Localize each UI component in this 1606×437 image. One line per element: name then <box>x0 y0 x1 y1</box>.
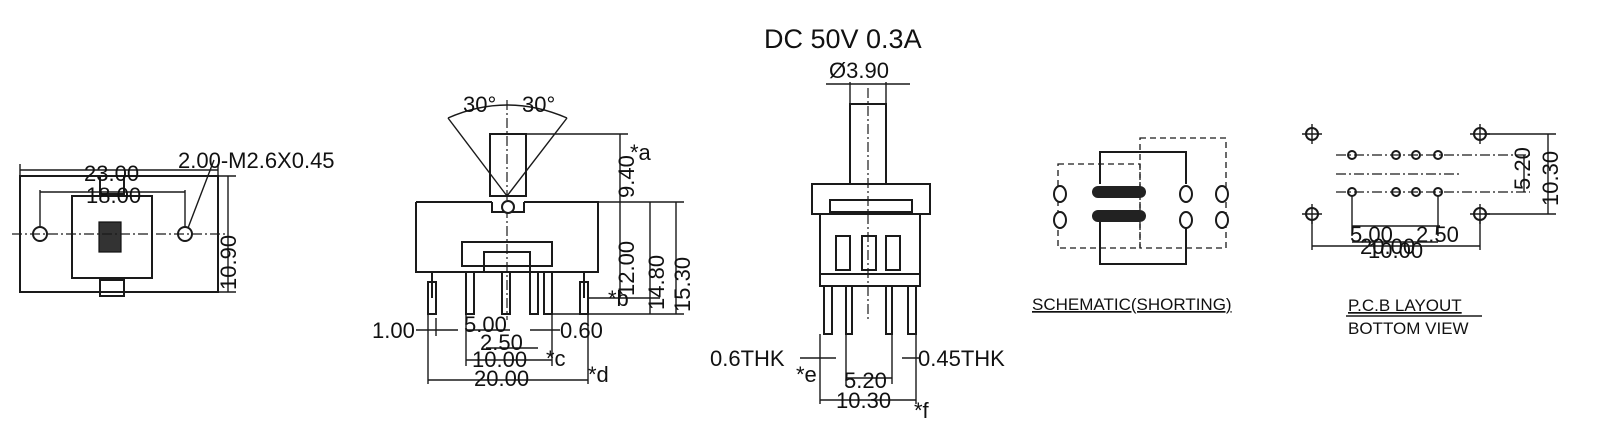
terminal <box>1215 185 1229 203</box>
mark-d: *d <box>588 362 609 387</box>
swing-line-right <box>506 117 568 197</box>
front-body <box>415 201 599 298</box>
pcb-view: 5.20 10.30 5.00 2.50 10.00 20.00 P.C.B L… <box>1302 124 1563 338</box>
front-rivet <box>501 200 515 214</box>
mark-e: *e <box>796 362 817 387</box>
terminal <box>1179 185 1193 203</box>
terminal <box>1179 211 1193 229</box>
dim-940: 9.40 <box>614 155 639 198</box>
side-base <box>819 273 921 287</box>
dim-pcb-2000: 20.00 <box>1360 234 1415 259</box>
top-knob <box>98 221 122 253</box>
top-tab-bottom <box>99 279 125 297</box>
dim-1530: 15.30 <box>670 257 695 312</box>
side-pin <box>885 285 893 335</box>
pin <box>501 271 511 315</box>
mark-f: *f <box>914 398 930 423</box>
mark-b: *b <box>608 286 629 311</box>
front-slider <box>461 241 553 267</box>
side-inner-cap <box>829 199 913 213</box>
dim-pcb-520: 5.20 <box>1510 147 1535 190</box>
dim-18: 18.00 <box>86 183 141 208</box>
schematic-contact-bar-1 <box>1092 186 1146 198</box>
dim-250: 2.50 <box>480 330 523 355</box>
front-actuator <box>489 133 527 197</box>
dim-shaft: Ø3.90 <box>829 58 889 83</box>
dim-23: 23.00 <box>84 161 139 186</box>
callout-thread: 2.00-M2.6X0.45 <box>178 148 335 173</box>
dim-pcb-1000: 10.00 <box>1368 238 1423 263</box>
schematic-label: SCHEMATIC(SHORTING) <box>1032 295 1232 314</box>
dim-pcb-250: 2.50 <box>1416 222 1459 247</box>
pcb-label-1: P.C.B LAYOUT <box>1348 296 1462 315</box>
top-tab-top <box>99 175 125 195</box>
dim-1090: 10.90 <box>216 235 241 290</box>
side-pin-left <box>823 285 833 335</box>
mark-c: *c <box>546 346 566 371</box>
side-contact <box>885 235 901 271</box>
callout-leader <box>187 159 215 229</box>
dim-060: 0.60 <box>560 318 603 343</box>
angle-left: 30° <box>463 92 496 117</box>
pin-mount <box>427 281 437 315</box>
dim-520: 5.20 <box>844 368 887 393</box>
mark-a: *a <box>630 140 652 165</box>
side-pin-right <box>907 285 917 335</box>
terminal <box>1053 211 1067 229</box>
dim-500: 5.00 <box>464 312 507 337</box>
pcb-crosshairs <box>1302 124 1490 224</box>
terminal <box>1215 211 1229 229</box>
dim-2000: 20.00 <box>474 366 529 391</box>
dim-1480: 14.80 <box>644 255 669 310</box>
schematic-view: SCHEMATIC(SHORTING) <box>1032 137 1232 314</box>
front-view: 30° 30° 9.40 *a 12.00 14.80 15.30 *b <box>372 92 695 391</box>
dim-pcb-1030: 10.30 <box>1538 151 1563 206</box>
top-actuator-frame <box>71 195 153 279</box>
pin <box>543 271 553 315</box>
pcb-label-2: BOTTOM VIEW <box>1348 319 1469 338</box>
side-contact <box>835 235 851 271</box>
dim-1030: 10.30 <box>836 388 891 413</box>
dim-1000: 10.00 <box>472 347 527 372</box>
dim-1200: 12.00 <box>614 241 639 296</box>
schematic-contact-bar-2 <box>1092 210 1146 222</box>
dim-100: 1.00 <box>372 318 415 343</box>
pin <box>529 271 539 315</box>
pin <box>465 271 475 315</box>
dim-pcb-500: 5.00 <box>1350 222 1393 247</box>
top-view: 23.00 18.00 10.90 2.00-M2.6X0.45 <box>12 148 335 297</box>
schematic-wire-top <box>1099 151 1187 184</box>
side-pin <box>845 285 853 335</box>
terminal <box>1053 185 1067 203</box>
angle-right: 30° <box>522 92 555 117</box>
side-contact <box>861 235 877 271</box>
schematic-wire-bottom <box>1099 220 1187 265</box>
side-view: Ø3.90 0.6THK 0.45THK *e 5.20 10.30 *f <box>710 58 1005 423</box>
dim-045thk: 0.45THK <box>918 346 1005 371</box>
swing-line-left <box>447 117 508 197</box>
dim-06thk: 0.6THK <box>710 346 785 371</box>
title: DC 50V 0.3A <box>764 24 922 54</box>
